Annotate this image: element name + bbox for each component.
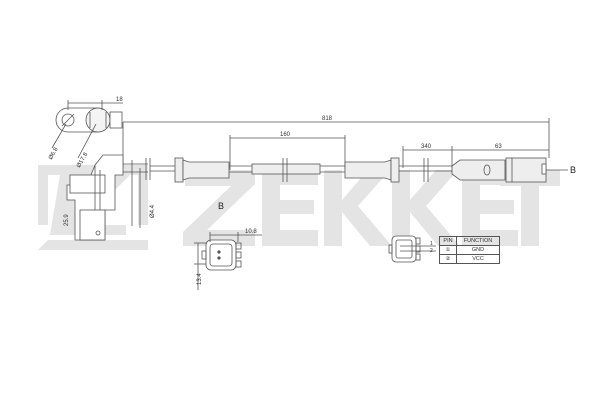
pin-function: GND — [456, 245, 500, 255]
pin-number: ① — [439, 245, 457, 255]
pin-marker-2: 2 — [430, 248, 433, 254]
dim-section-340: 340 — [421, 144, 432, 150]
pin-number: ② — [439, 254, 457, 264]
dim-cable-diameter: Ø4.4 — [150, 204, 156, 218]
dim-section-63: 63 — [495, 144, 502, 150]
table-row: ① GND — [439, 245, 500, 255]
dim-connector-width: 10.8 — [245, 229, 257, 235]
dim-total-length: 818 — [322, 116, 333, 122]
dim-connector-height: 13.4 — [197, 273, 203, 285]
pin-marker-1: 1 — [430, 241, 433, 247]
end-marker-b: B — [570, 165, 577, 175]
header-pin: PIN — [439, 236, 457, 246]
table-header-row: PIN FUNCTION — [439, 236, 500, 246]
dim-sensor-height: 25.9 — [64, 214, 70, 226]
pin-function-table: PIN FUNCTION ① GND ② VCC — [439, 236, 500, 264]
table-row: ② VCC — [439, 254, 500, 264]
dim-bracket-width: 18 — [116, 97, 123, 103]
dim-middle-section: 160 — [280, 132, 291, 138]
header-function: FUNCTION — [456, 236, 500, 246]
pin-function: VCC — [456, 254, 500, 264]
view-title-b: B — [218, 201, 225, 211]
